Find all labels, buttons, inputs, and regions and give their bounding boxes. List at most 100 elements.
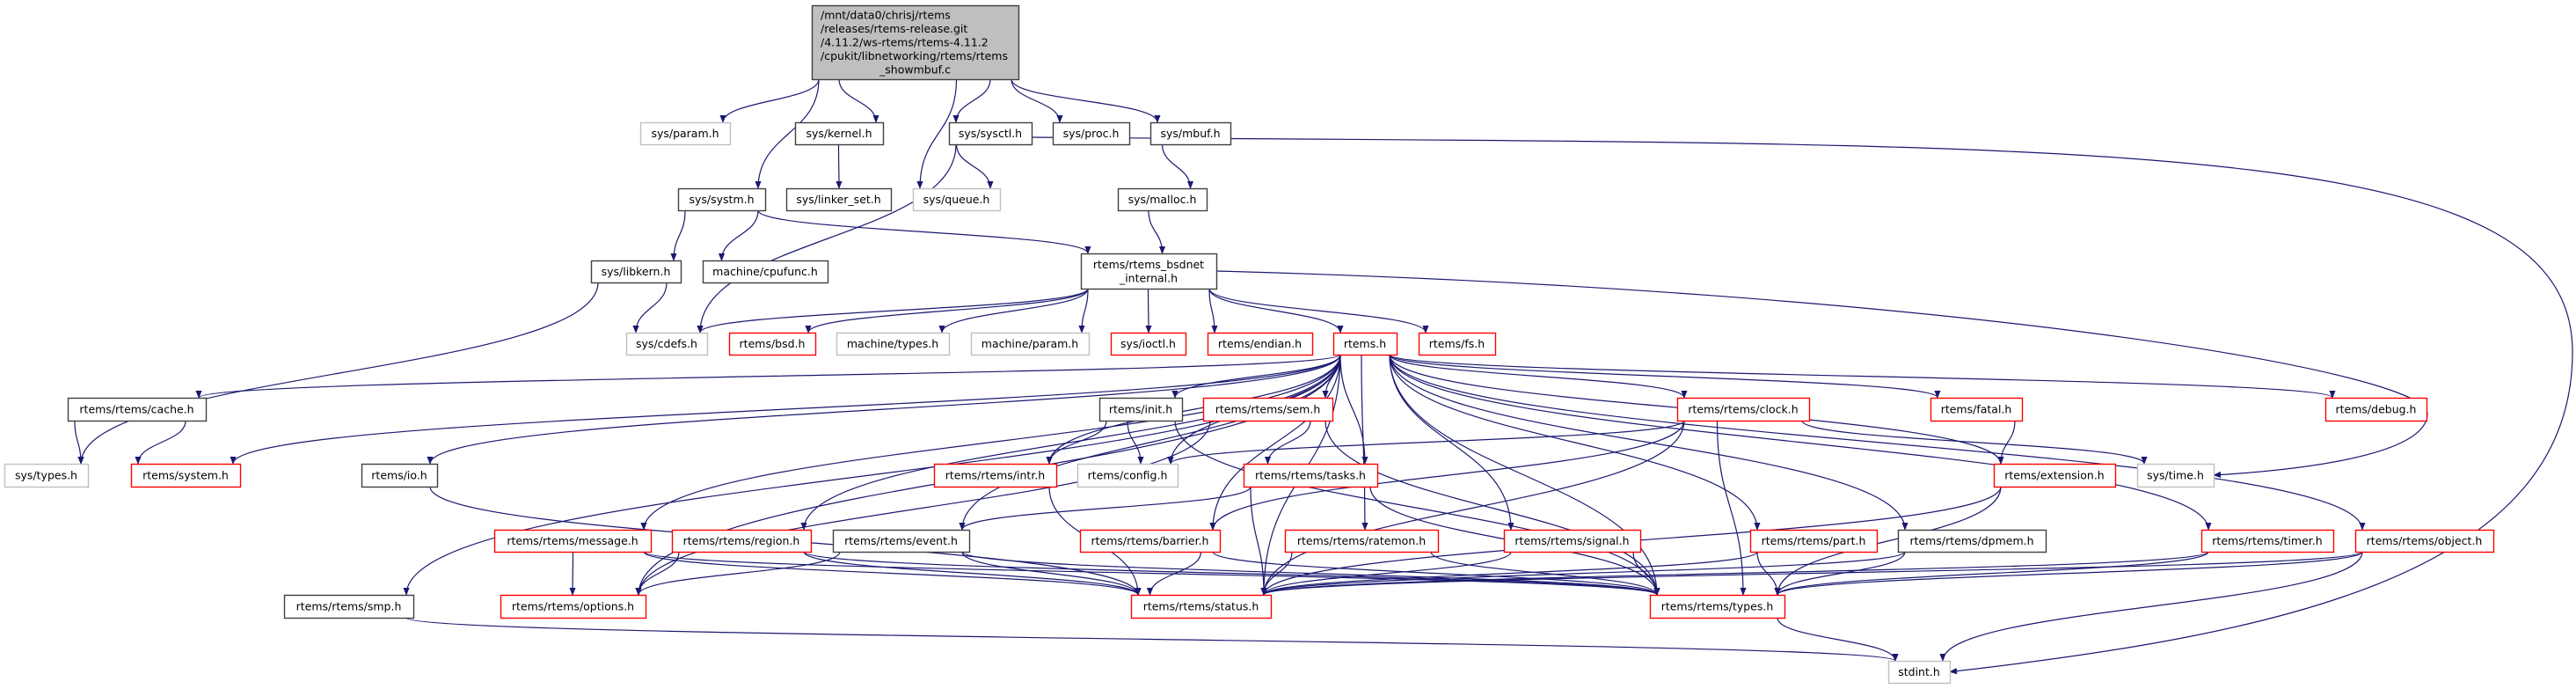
node-sys-ioctl[interactable]: sys/ioctl.h [1110, 332, 1187, 356]
node-io[interactable]: rtems/io.h [361, 463, 439, 488]
node-sys-time[interactable]: sys/time.h [2136, 463, 2215, 488]
node-sys-systm[interactable]: sys/systm.h [677, 187, 767, 212]
node-box[interactable] [948, 121, 1033, 146]
node-sys-libkern[interactable]: sys/libkern.h [590, 260, 682, 284]
node-smp[interactable]: rtems/rtems/smp.h [283, 594, 415, 619]
node-sys-types[interactable]: sys/types.h [4, 463, 90, 488]
node-sem[interactable]: rtems/rtems/sem.h [1202, 397, 1334, 422]
node-box[interactable] [1676, 397, 1811, 422]
node-barrier[interactable]: rtems/rtems/barrier.h [1079, 529, 1222, 553]
node-box[interactable] [1052, 121, 1131, 146]
node-region[interactable]: rtems/rtems/region.h [671, 529, 813, 553]
node-box[interactable] [970, 332, 1091, 356]
node-box[interactable] [933, 463, 1058, 488]
node-box[interactable] [1149, 121, 1232, 146]
node-sys-malloc[interactable]: sys/malloc.h [1117, 187, 1208, 212]
node-signal[interactable]: rtems/rtems/signal.h [1503, 529, 1642, 553]
node-box[interactable] [2136, 463, 2215, 488]
node-box[interactable] [283, 594, 415, 619]
node-box[interactable] [1503, 529, 1642, 553]
node-event[interactable]: rtems/rtems/event.h [832, 529, 971, 553]
node-ratemon[interactable]: rtems/rtems/ratemon.h [1284, 529, 1440, 553]
node-box[interactable] [794, 121, 885, 146]
node-rtems-endian[interactable]: rtems/endian.h [1207, 332, 1314, 356]
node-box[interactable] [1243, 463, 1379, 488]
node-rtems-fs[interactable]: rtems/fs.h [1418, 332, 1497, 356]
node-box[interactable] [785, 187, 893, 212]
node-box[interactable] [1284, 529, 1440, 553]
node-box[interactable] [2354, 529, 2495, 553]
node-box[interactable] [1332, 332, 1398, 356]
node-config[interactable]: rtems/config.h [1076, 463, 1179, 488]
node-box[interactable] [2200, 529, 2335, 553]
node-machine-cpufunc[interactable]: machine/cpufunc.h [702, 260, 829, 284]
node-sys-kernel[interactable]: sys/kernel.h [794, 121, 885, 146]
node-machine-param[interactable]: machine/param.h [970, 332, 1091, 356]
node-box[interactable] [500, 594, 647, 619]
node-bsdnet[interactable]: rtems/rtems_bsdnet_internal.h [1080, 253, 1218, 290]
node-box[interactable] [912, 187, 1002, 212]
node-box[interactable] [1930, 397, 2024, 422]
node-box[interactable] [625, 332, 709, 356]
node-box[interactable] [1098, 397, 1184, 422]
node-machine-types[interactable]: machine/types.h [836, 332, 951, 356]
node-extension[interactable]: rtems/extension.h [1993, 463, 2117, 488]
node-object[interactable]: rtems/rtems/object.h [2354, 529, 2495, 553]
node-root[interactable]: /mnt/data0/chrisj/rtems/releases/rtems-r… [811, 4, 1020, 81]
node-box[interactable] [1202, 397, 1334, 422]
node-box[interactable] [832, 529, 971, 553]
node-box[interactable] [1897, 529, 2047, 553]
node-types[interactable]: rtems/rtems/types.h [1649, 594, 1786, 619]
node-box[interactable] [1749, 529, 1879, 553]
node-dpmem[interactable]: rtems/rtems/dpmem.h [1897, 529, 2047, 553]
node-fatal[interactable]: rtems/fatal.h [1930, 397, 2024, 422]
node-box[interactable] [361, 463, 439, 488]
node-intr[interactable]: rtems/rtems/intr.h [933, 463, 1058, 488]
node-part[interactable]: rtems/rtems/part.h [1749, 529, 1879, 553]
node-stdint[interactable]: stdint.h [1887, 660, 1952, 685]
node-box[interactable] [130, 463, 242, 488]
node-timer[interactable]: rtems/rtems/timer.h [2200, 529, 2335, 553]
node-rtems-bsd[interactable]: rtems/bsd.h [728, 332, 817, 356]
node-box[interactable] [1649, 594, 1786, 619]
node-sys-proc[interactable]: sys/proc.h [1052, 121, 1131, 146]
node-box[interactable] [702, 260, 829, 284]
node-clock[interactable]: rtems/rtems/clock.h [1676, 397, 1811, 422]
node-box[interactable] [1079, 529, 1222, 553]
node-options[interactable]: rtems/rtems/options.h [500, 594, 647, 619]
node-box[interactable] [1130, 594, 1273, 619]
node-box[interactable] [1117, 187, 1208, 212]
node-box[interactable] [2324, 397, 2428, 422]
node-box[interactable] [1993, 463, 2117, 488]
node-status[interactable]: rtems/rtems/status.h [1130, 594, 1273, 619]
node-box[interactable] [1418, 332, 1497, 356]
node-box[interactable] [493, 529, 653, 553]
node-system[interactable]: rtems/system.h [130, 463, 242, 488]
node-box[interactable] [639, 121, 732, 146]
node-box[interactable] [4, 463, 90, 488]
node-box[interactable] [671, 529, 813, 553]
node-box[interactable] [836, 332, 951, 356]
node-sys-sysctl[interactable]: sys/sysctl.h [948, 121, 1033, 146]
node-message[interactable]: rtems/rtems/message.h [493, 529, 653, 553]
node-box[interactable] [590, 260, 682, 284]
node-sys-queue[interactable]: sys/queue.h [912, 187, 1002, 212]
node-box[interactable] [1080, 253, 1218, 290]
node-tasks[interactable]: rtems/rtems/tasks.h [1243, 463, 1379, 488]
node-box[interactable] [67, 397, 208, 422]
node-box[interactable] [811, 4, 1020, 81]
node-sys-cdefs[interactable]: sys/cdefs.h [625, 332, 709, 356]
node-box[interactable] [1076, 463, 1179, 488]
node-box[interactable] [1207, 332, 1314, 356]
node-rtems-h[interactable]: rtems.h [1332, 332, 1398, 356]
node-box[interactable] [728, 332, 817, 356]
node-box[interactable] [677, 187, 767, 212]
node-sys-mbuf[interactable]: sys/mbuf.h [1149, 121, 1232, 146]
node-sys-linker-set[interactable]: sys/linker_set.h [785, 187, 893, 212]
node-sys-param[interactable]: sys/param.h [639, 121, 732, 146]
node-box[interactable] [1110, 332, 1187, 356]
node-init[interactable]: rtems/init.h [1098, 397, 1184, 422]
node-box[interactable] [1887, 660, 1952, 685]
node-debug[interactable]: rtems/debug.h [2324, 397, 2428, 422]
node-cache[interactable]: rtems/rtems/cache.h [67, 397, 208, 422]
